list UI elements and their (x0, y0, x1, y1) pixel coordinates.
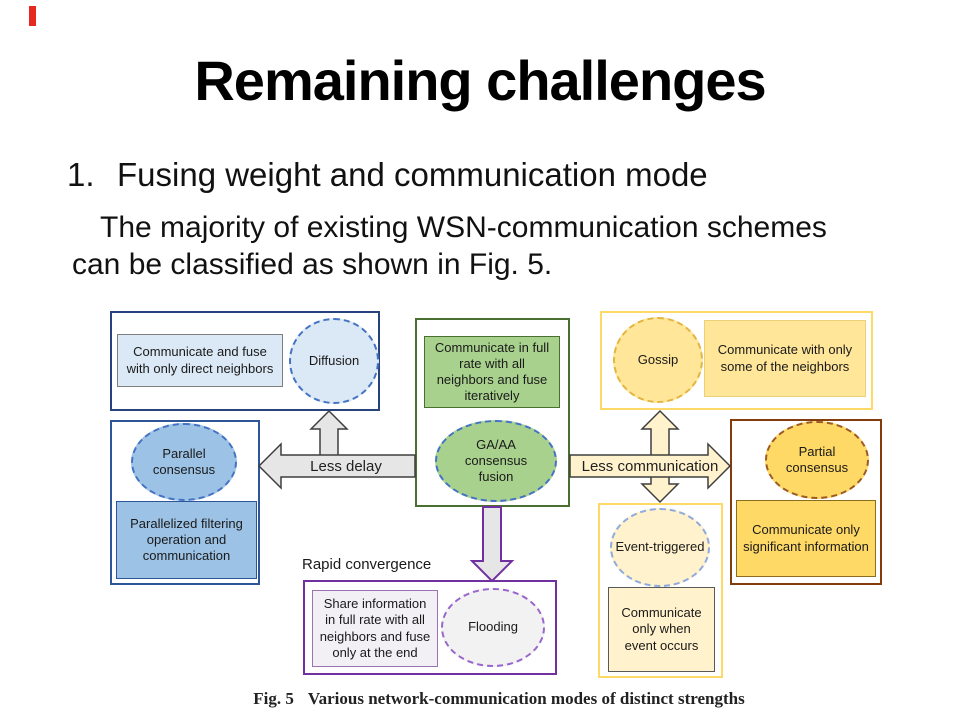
figure-caption-text: Various network-communication modes of d… (307, 689, 745, 708)
slide-edge-marker (29, 6, 36, 26)
diffusion-ellipse: Diffusion (289, 318, 379, 404)
gaaa-label: GA/AA consensus fusion (464, 436, 528, 485)
partial-description-rect: Communicate only significant information (736, 500, 876, 577)
flooding-description-text: Share information in full rate with all … (319, 596, 431, 660)
diffusion-description-text: Communicate and fuse with only direct ne… (126, 344, 274, 376)
parallel-consensus-ellipse: Parallel consensus (131, 423, 237, 501)
partial-consensus-label: Partial consensus (785, 443, 849, 475)
parallel-description-rect: Parallelized filtering operation and com… (116, 501, 257, 579)
body-line-2: can be classified as shown in Fig. 5. (72, 248, 553, 281)
down-arrow-to-event (640, 475, 680, 504)
less-communication-arrow (569, 442, 732, 490)
gossip-description-rect: Communicate with only some of the neighb… (704, 320, 866, 397)
event-triggered-ellipse: Event-triggered (610, 508, 710, 587)
gossip-ellipse: Gossip (613, 317, 703, 403)
less-delay-arrow (257, 442, 416, 490)
gossip-description-text: Communicate with only some of the neighb… (717, 342, 853, 374)
partial-description-text: Communicate only significant information (743, 522, 869, 554)
event-description-rect: Communicate only when event occurs (608, 587, 715, 672)
parallel-description-text: Parallelized filtering operation and com… (130, 515, 243, 564)
flooding-ellipse: Flooding (441, 588, 545, 667)
diffusion-description-rect: Communicate and fuse with only direct ne… (117, 334, 283, 387)
figure-caption-label: Fig. 5 (253, 689, 294, 708)
gaaa-description-text: Communicate in full rate with all neighb… (434, 339, 550, 404)
event-description-text: Communicate only when event occurs (621, 605, 702, 653)
point-number: 1. (67, 156, 95, 193)
partial-consensus-ellipse: Partial consensus (765, 421, 869, 499)
up-arrow-to-diffusion (309, 409, 349, 457)
less-communication-label: Less communication (582, 458, 719, 475)
point-text: Fusing weight and communication mode (117, 156, 708, 193)
parallel-consensus-label: Parallel consensus (152, 445, 216, 477)
gaaa-description-rect: Communicate in full rate with all neighb… (424, 336, 560, 408)
body-line-1: The majority of existing WSN-communicati… (100, 211, 827, 244)
diffusion-label: Diffusion (308, 352, 360, 368)
body-paragraph: The majority of existing WSN-communicati… (72, 209, 827, 283)
down-arrow-to-flooding (469, 506, 515, 583)
numbered-point: 1. Fusing weight and communication mode (67, 156, 708, 194)
gossip-label: Gossip (637, 351, 679, 367)
figure-caption: Fig. 5 Various network-communication mode… (38, 689, 960, 709)
event-triggered-label: Event-triggered (615, 539, 705, 555)
gaaa-ellipse: GA/AA consensus fusion (435, 420, 557, 502)
slide-title: Remaining challenges (194, 49, 766, 112)
flooding-description-rect: Share information in full rate with all … (312, 590, 438, 667)
less-delay-label: Less delay (310, 458, 382, 475)
flooding-label: Flooding (468, 619, 518, 635)
rapid-convergence-label: Rapid convergence (302, 556, 432, 573)
up-arrow-to-gossip (640, 409, 680, 457)
